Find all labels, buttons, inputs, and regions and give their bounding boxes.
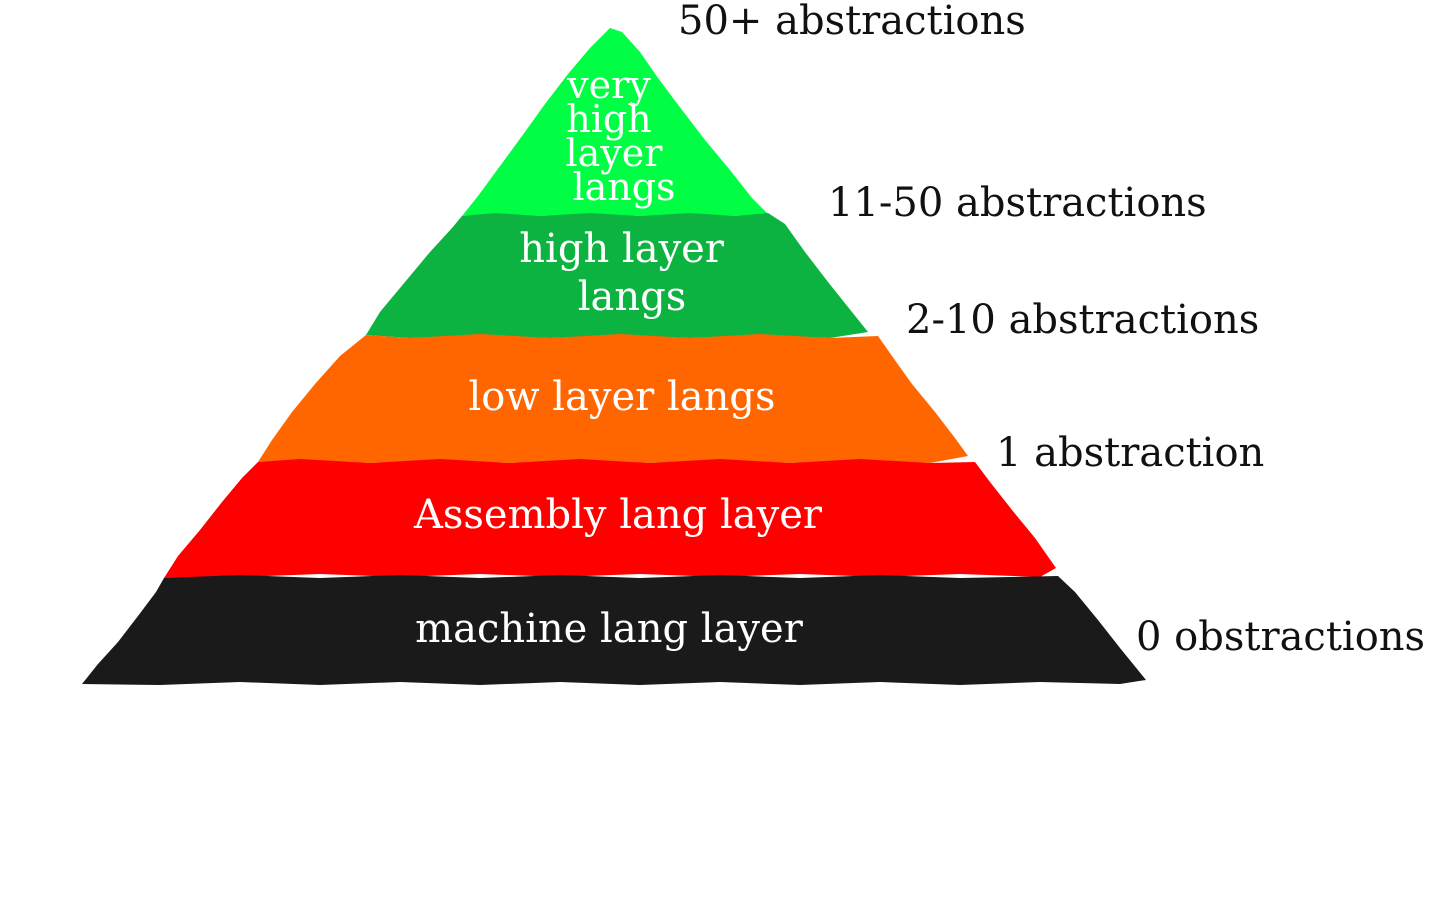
abstraction-label-1: 1 abstraction [996, 430, 1264, 476]
layer-machine-shape [82, 575, 1146, 685]
abstraction-labels: 50+ abstractions 11-50 abstractions 2-10… [678, 0, 1425, 660]
layer-very-high-label-line: langs [572, 165, 675, 209]
layer-assembly-label: Assembly lang layer [413, 492, 823, 538]
layer-labels: very high layer langs high layer langs l… [413, 63, 823, 652]
abstraction-label-0: 0 obstractions [1136, 614, 1425, 660]
layer-machine-label-line: machine lang layer [415, 606, 804, 652]
layer-very-high-label-line: high [566, 97, 651, 141]
layer-high-shape [366, 213, 868, 338]
layer-very-high-label-line: layer [565, 131, 663, 175]
layer-very-high-label: very high layer langs [565, 63, 675, 209]
layer-assembly-label-line: Assembly lang layer [413, 492, 823, 538]
layer-very-high-shape [462, 28, 768, 216]
layer-high-label: high layer langs [519, 226, 736, 320]
layer-low-shape [258, 334, 968, 463]
layer-high-label-line: high layer [519, 226, 725, 272]
abstraction-label-2-10: 2-10 abstractions [906, 297, 1259, 343]
layer-low-label: low layer langs [468, 374, 775, 420]
layer-low-label-line: low layer langs [468, 374, 775, 420]
layer-assembly-shape [164, 459, 1056, 578]
pyramid [82, 28, 1146, 685]
layer-very-high-label-line: very [566, 63, 651, 107]
abstraction-label-11-50: 11-50 abstractions [828, 180, 1207, 226]
layer-high-label-line: langs [578, 274, 687, 320]
abstraction-label-50-plus: 50+ abstractions [678, 0, 1026, 44]
layer-machine-label: machine lang layer [415, 606, 804, 652]
